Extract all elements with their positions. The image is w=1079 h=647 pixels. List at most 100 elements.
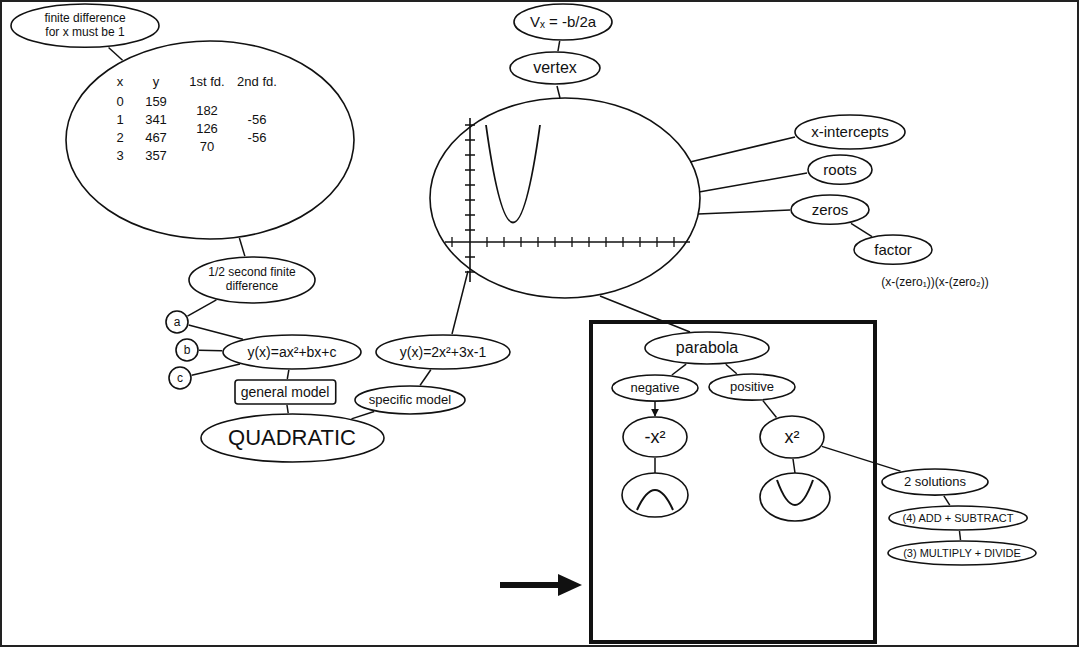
node-text: (4) ADD + SUBTRACT — [903, 512, 1014, 525]
node-text: QUADRATIC — [228, 425, 356, 450]
table-cell: 3 — [116, 149, 123, 164]
oval-outline — [795, 115, 905, 149]
term-oval: x² — [759, 415, 825, 459]
highlight-frame — [591, 322, 875, 642]
oval-outline — [882, 469, 988, 495]
oval-outline — [176, 339, 198, 361]
concept-oval: x-intercepts — [794, 114, 906, 150]
letter-circle: a — [165, 310, 189, 334]
concept-oval: factor — [853, 234, 933, 265]
graph-oval — [430, 98, 700, 298]
table-cell: 0 — [116, 95, 123, 110]
connector-line — [851, 223, 872, 236]
connector-line — [726, 364, 737, 374]
node-text: 1/2 second finite difference — [202, 266, 302, 294]
equation-oval: y(x)=2x²+3x-1 — [375, 334, 511, 370]
concept-oval: zeros — [790, 194, 870, 225]
table-cell: 126 — [196, 122, 218, 137]
node-text: a — [174, 316, 181, 328]
oval-outline — [791, 195, 869, 224]
connector-line — [192, 364, 240, 375]
oval-outline — [889, 506, 1027, 530]
oval-outline — [645, 332, 769, 364]
connector-line — [822, 446, 901, 471]
table-oval: xy1st fd.2nd fd.012315934146735718212670… — [65, 40, 355, 240]
node-text: finite difference for x must be 1 — [38, 12, 133, 40]
shape-oval — [760, 473, 830, 521]
node-text: c — [177, 372, 183, 384]
node-text: 2 solutions — [904, 475, 966, 490]
node-text: factor — [874, 241, 912, 258]
oval-outline — [623, 417, 687, 457]
table-cell: x — [117, 75, 124, 90]
concept-oval: 2 solutions — [881, 468, 989, 496]
node-text: b — [184, 344, 191, 356]
axis-ticks — [465, 125, 475, 272]
table-cell: 70 — [200, 140, 214, 155]
formula-label: (x-(zero₁))(x-(zero₂)) — [881, 276, 988, 290]
step-oval: (4) ADD + SUBTRACT — [888, 505, 1028, 531]
node-text: general model — [241, 384, 330, 400]
connector-line — [763, 401, 777, 418]
table-cell: 1st fd. — [189, 75, 224, 90]
oval-outline — [612, 375, 698, 401]
concept-oval: roots — [807, 154, 873, 185]
connector-line — [654, 402, 656, 416]
letter-circle: b — [175, 338, 199, 362]
topic-oval: QUADRATIC — [200, 413, 385, 463]
oval-outline — [510, 52, 600, 84]
node-text: positive — [730, 380, 774, 395]
model-box: general model — [234, 379, 337, 405]
node-text: zeros — [812, 201, 849, 218]
connector-line — [109, 47, 123, 60]
node-text: negative — [630, 381, 679, 396]
oval-outline — [66, 41, 354, 239]
oval-outline — [11, 4, 159, 47]
oval-outline — [166, 311, 188, 333]
letter-circle: c — [168, 366, 192, 390]
equation-oval: y(x)=ax²+bx+c — [222, 334, 362, 370]
node-text: Vₓ = -b/2a — [530, 13, 596, 30]
connector-line — [944, 496, 950, 505]
concept-oval: positive — [708, 373, 796, 401]
connector-line — [420, 370, 431, 386]
oval-outline — [854, 235, 932, 264]
concept-oval: negative — [611, 374, 699, 402]
leader-line — [452, 86, 807, 334]
oval-outline — [376, 335, 510, 369]
table-cell: 467 — [145, 131, 167, 146]
connector-line — [189, 325, 243, 339]
oval-outline — [189, 257, 315, 303]
x-axis — [445, 241, 690, 243]
oval-outline — [201, 414, 384, 462]
concept-oval: vertex — [509, 51, 601, 85]
connector-line — [672, 364, 686, 375]
node-text: (3) MULTIPLY + DIVIDE — [903, 547, 1021, 560]
table-cell: 357 — [145, 149, 167, 164]
step-oval: (3) MULTIPLY + DIVIDE — [887, 540, 1037, 566]
node-text: x² — [785, 427, 800, 448]
oval-outline — [514, 4, 612, 40]
oval-outline — [888, 541, 1036, 565]
node-text: x-intercepts — [811, 123, 889, 140]
table-cell: -56 — [248, 131, 267, 146]
node-text: y(x)=ax²+bx+c — [247, 344, 336, 360]
term-oval: -x² — [622, 416, 688, 458]
oval-outline — [760, 416, 824, 458]
node-text: -x² — [645, 427, 666, 448]
oval-outline — [355, 386, 465, 414]
table-cell: 182 — [196, 104, 218, 119]
connector-line — [187, 300, 216, 316]
connector-line — [351, 412, 374, 419]
connector-line — [199, 349, 222, 351]
box-outline — [235, 380, 336, 404]
connector-line — [287, 405, 288, 413]
node-text: parabola — [676, 339, 738, 357]
upward-parabola — [777, 480, 813, 505]
table-cell: 159 — [145, 95, 167, 110]
table-cell: 341 — [145, 113, 167, 128]
leader-line — [655, 458, 795, 473]
oval-outline — [169, 367, 191, 389]
downward-parabola — [637, 490, 673, 510]
